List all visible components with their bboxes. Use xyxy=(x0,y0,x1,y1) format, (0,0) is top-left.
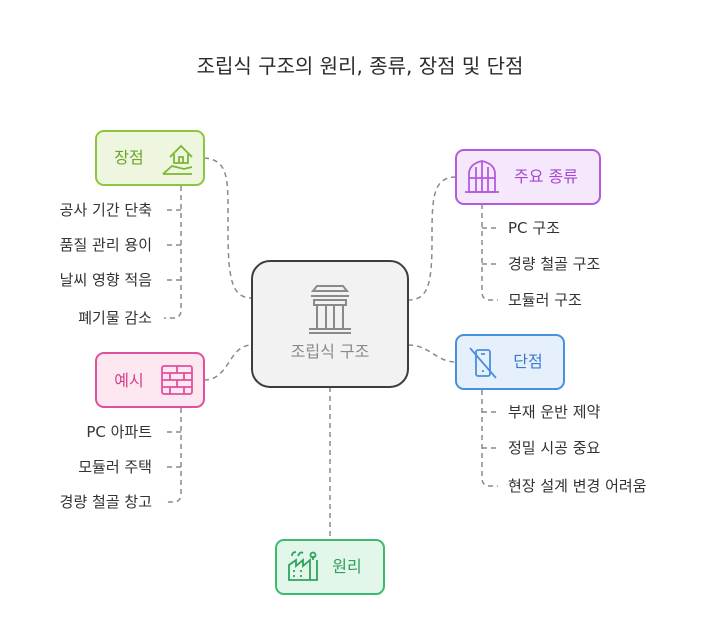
list-item: 경량 철골 구조 xyxy=(508,255,601,273)
node-types[interactable]: 주요 종류 xyxy=(455,149,601,205)
bracket-types xyxy=(481,204,498,301)
list-item: 모듈러 구조 xyxy=(508,291,582,309)
list-item: 품질 관리 용이 xyxy=(60,236,152,254)
node-disadvantages[interactable]: 단점 xyxy=(455,334,565,390)
bracket-advantages xyxy=(164,186,182,319)
list-item: 현장 설계 변경 어려움 xyxy=(508,477,647,495)
advantages-label: 장점 xyxy=(114,148,143,167)
list-item: PC 구조 xyxy=(508,219,560,237)
principle-label: 원리 xyxy=(332,557,361,576)
list-item: 정밀 시공 중요 xyxy=(508,439,601,457)
list-item: PC 아파트 xyxy=(86,423,152,441)
examples-label: 예시 xyxy=(114,371,143,390)
disadvantages-label: 단점 xyxy=(513,352,542,371)
connector-advantages xyxy=(203,157,253,299)
house-hand-icon xyxy=(162,144,193,175)
disadvantages-items: 부재 운반 제약 정밀 시공 중요 현장 설계 변경 어려움 xyxy=(508,403,647,495)
page-title: 조립식 구조의 원리, 종류, 장점 및 단점 xyxy=(197,54,524,78)
node-advantages[interactable]: 장점 xyxy=(95,130,205,186)
brick-wall-icon xyxy=(161,365,193,395)
node-examples[interactable]: 예시 xyxy=(95,352,205,408)
list-item: 모듈러 주택 xyxy=(78,458,152,476)
list-item: 날씨 영향 적음 xyxy=(60,271,152,289)
list-item: 부재 운반 제약 xyxy=(508,403,601,421)
node-principle[interactable]: 원리 xyxy=(275,539,385,595)
types-items: PC 구조 경량 철골 구조 모듈러 구조 xyxy=(508,219,601,309)
advantages-items: 공사 기간 단축 품질 관리 용이 날씨 영향 적음 폐기물 감소 xyxy=(60,201,153,327)
greenhouse-icon xyxy=(465,160,499,193)
no-mobile-icon xyxy=(469,347,497,379)
list-item: 경량 철골 창고 xyxy=(60,493,152,511)
connector-types xyxy=(407,176,457,301)
types-label: 주요 종류 xyxy=(514,167,578,186)
bracket-examples xyxy=(164,408,182,503)
connector-examples xyxy=(203,344,253,381)
bracket-disadvantages xyxy=(481,390,498,487)
list-item: 폐기물 감소 xyxy=(78,309,152,327)
list-item: 공사 기간 단축 xyxy=(60,201,152,219)
building-columns-icon xyxy=(309,285,351,334)
factory-icon xyxy=(288,551,318,581)
examples-items: PC 아파트 모듈러 주택 경량 철골 창고 xyxy=(60,423,153,511)
connectors xyxy=(164,157,498,540)
center-node[interactable]: 조립식 구조 xyxy=(251,260,409,388)
center-label: 조립식 구조 xyxy=(291,342,370,361)
connector-disadvantages xyxy=(407,344,457,363)
